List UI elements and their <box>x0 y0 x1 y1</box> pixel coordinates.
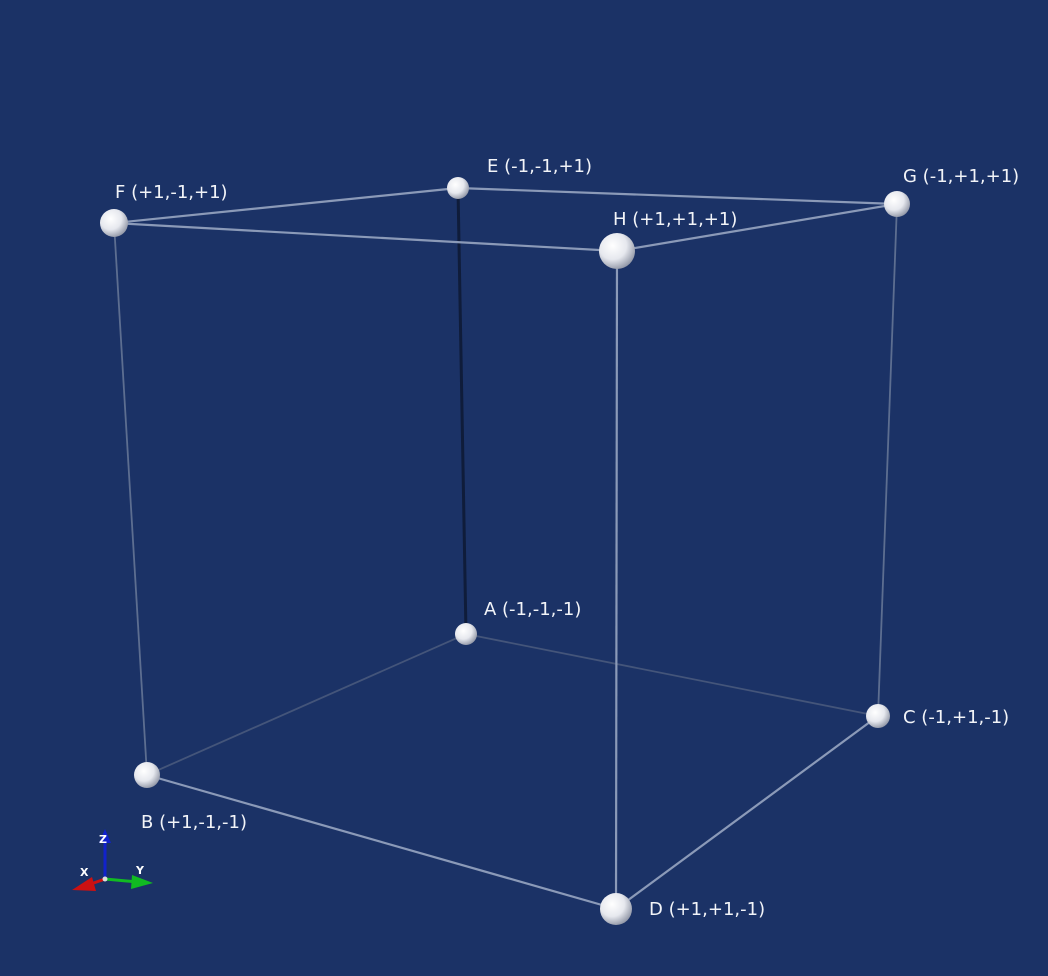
vertex-a[interactable] <box>455 623 477 645</box>
vertex-b[interactable] <box>134 762 160 788</box>
edge-a-e <box>456 187 468 635</box>
vertex-label-f: F (+1,-1,+1) <box>115 182 228 203</box>
vertex-label-b: B (+1,-1,-1) <box>141 812 247 833</box>
cube-edges <box>113 186 898 911</box>
vertex-f[interactable] <box>100 209 128 237</box>
edge-a-c <box>465 633 879 717</box>
vertex-h[interactable] <box>599 233 635 269</box>
vertex-label-d: D (+1,+1,-1) <box>649 899 765 920</box>
edge-c-g <box>877 203 898 717</box>
vertex-label-a: A (-1,-1,-1) <box>484 599 581 620</box>
y-axis-arrowhead <box>131 875 153 889</box>
x-axis-arrowhead <box>72 877 96 891</box>
cube-vertices <box>100 177 910 925</box>
vertex-d[interactable] <box>600 893 632 925</box>
z-axis-label: Z <box>99 833 107 846</box>
vertex-g[interactable] <box>884 191 910 217</box>
y-axis-label: Y <box>135 864 145 877</box>
edge-c-d <box>615 715 879 910</box>
vertex-e[interactable] <box>447 177 469 199</box>
vertex-labels: A (-1,-1,-1) B (+1,-1,-1) C (-1,+1,-1) D (+… <box>115 156 1019 920</box>
edge-d-h <box>614 250 619 910</box>
edge-f-h <box>113 221 618 253</box>
edge-g-h <box>616 202 898 253</box>
axes-origin <box>102 876 108 882</box>
vertex-c[interactable] <box>866 704 890 728</box>
edge-b-d <box>146 773 617 911</box>
vertex-label-g: G (-1,+1,+1) <box>903 166 1019 187</box>
edge-e-f <box>113 186 459 225</box>
edge-e-g <box>457 186 898 206</box>
edge-a-b <box>146 633 467 776</box>
z-axis-arrowhead <box>99 829 111 843</box>
orientation-axes-widget[interactable]: Z Y X <box>72 829 153 891</box>
edge-b-f <box>113 222 148 776</box>
x-axis-label: X <box>80 866 89 879</box>
vertex-label-e: E (-1,-1,+1) <box>487 156 592 177</box>
vertex-label-c: C (-1,+1,-1) <box>903 707 1009 728</box>
vertex-label-h: H (+1,+1,+1) <box>613 209 737 230</box>
